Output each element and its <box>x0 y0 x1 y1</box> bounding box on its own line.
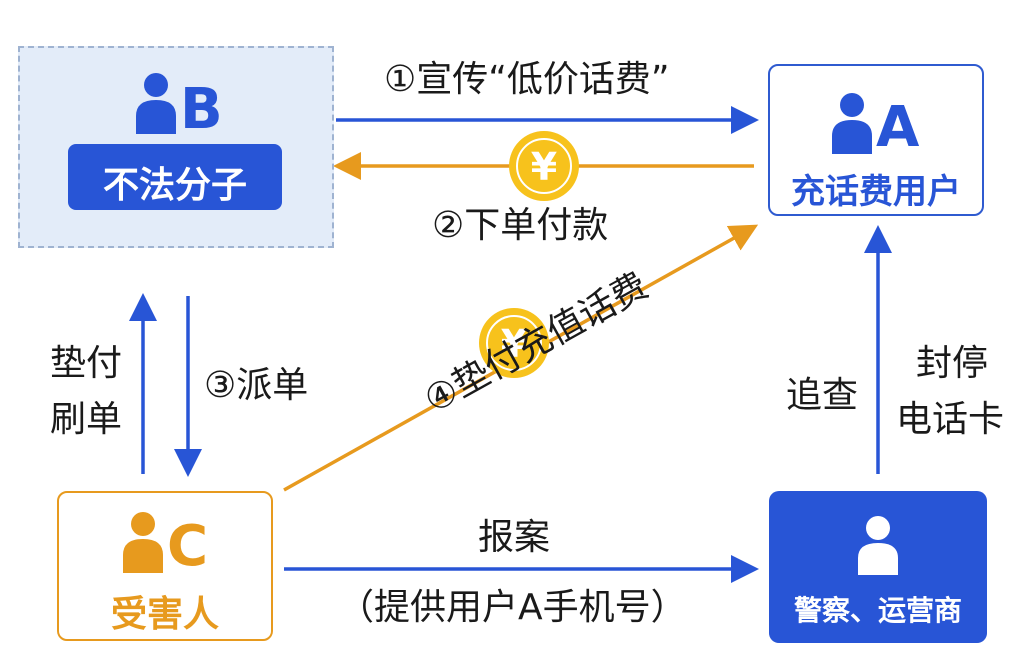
node-b-label: 不法分子 <box>102 165 247 206</box>
edge-label-2: ②下单付款 <box>432 205 609 246</box>
node-b-letter: B <box>180 77 223 142</box>
edge-label-report: 报案 <box>478 517 551 558</box>
edge-label-seal-line2: 电话卡 <box>896 399 1005 440</box>
node-c-letter: C <box>167 514 209 579</box>
coin-symbol-mid: ¥ <box>501 322 527 366</box>
node-a-label: 充话费用户 <box>791 172 961 212</box>
node-a: A 充话费用户 <box>768 64 984 216</box>
person-icon-a <box>832 93 872 154</box>
coin-icon-top: ¥ <box>509 131 579 201</box>
edge-label-c-to-b-line1: 垫付 <box>50 343 123 384</box>
node-police-label: 警察、运营商 <box>793 594 962 627</box>
edge-label-trace: 追查 <box>786 375 859 416</box>
edge-label-c-to-b-line2: 刷单 <box>50 399 123 440</box>
edge-label-report-detail: （提供用户A手机号） <box>338 587 687 628</box>
edge-label-1: ①宣传“低价话费” <box>384 59 670 100</box>
node-a-letter: A <box>876 95 920 160</box>
node-b-label-bg: 不法分子 <box>68 144 282 210</box>
edge-label-seal-line1: 封停 <box>916 343 989 384</box>
person-icon-c <box>123 512 163 573</box>
person-icon-police <box>858 516 898 575</box>
coin-symbol-top: ¥ <box>531 145 557 189</box>
node-police: 警察、运营商 <box>769 491 987 643</box>
person-icon-b <box>136 73 176 134</box>
node-c: C 受害人 <box>57 491 273 641</box>
edge-label-3: ③派单 <box>204 365 309 406</box>
node-c-label: 受害人 <box>110 594 219 635</box>
coin-icon-mid: ¥ <box>479 308 549 378</box>
node-b: B 不法分子 <box>18 46 334 248</box>
